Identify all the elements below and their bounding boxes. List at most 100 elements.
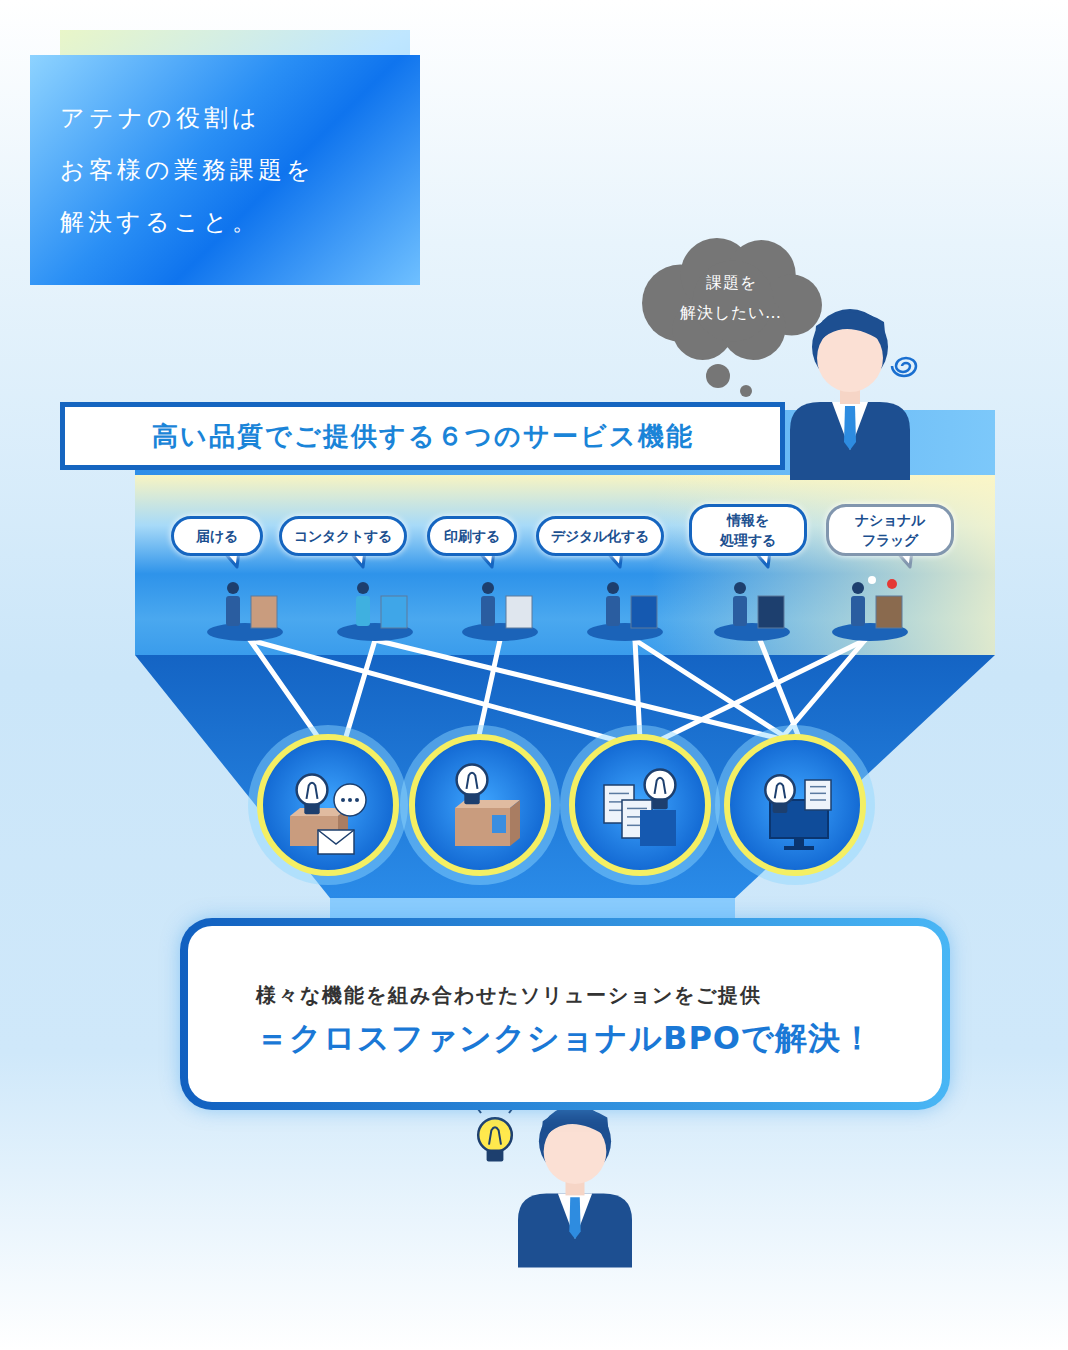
relieved-person: [569, 1197, 580, 1239]
function-illustration: [207, 576, 908, 641]
solution-icon: [640, 810, 676, 846]
solution-circle: [260, 737, 396, 873]
solution-icon: [457, 765, 488, 796]
thought-bubble: 課題を 解決したい…: [640, 236, 822, 360]
solution-icon: [652, 798, 667, 809]
thought-dots: [706, 364, 752, 397]
solution-icon: [467, 773, 478, 789]
solution-icon: [348, 798, 352, 802]
solution-box: 様々な機能を組み合わせたソリューションをご提供＝クロスファンクショナルBPOで解…: [180, 918, 950, 1110]
solution-icon: [609, 793, 629, 795]
relieved-person: [541, 1108, 609, 1142]
cloud-outline: [693, 260, 774, 341]
solution-icon: [290, 765, 831, 854]
cloud-outline: [640, 236, 822, 360]
solution-icon: [765, 775, 794, 804]
function-illustration: [734, 582, 746, 594]
idea-bulb: [489, 1127, 501, 1144]
function-illustration: [607, 582, 619, 594]
background-panel: [60, 30, 995, 928]
function-illustration: [606, 596, 620, 626]
solution-icon: [655, 778, 666, 794]
solution-icon: [455, 808, 510, 846]
function-link: [660, 640, 865, 740]
node-text: ナショナル フラッグ: [850, 510, 930, 550]
background-panel: [135, 475, 995, 655]
solution-icon: [334, 784, 366, 816]
function-illustration: [357, 582, 369, 594]
solution-circle: [727, 737, 863, 873]
node-text: デジタル化する: [551, 526, 649, 546]
solution-circle: [572, 737, 708, 873]
solution-icon: [318, 830, 354, 844]
solution-icon: [492, 815, 506, 833]
solution-icon: [773, 803, 788, 814]
solution-icon: [810, 793, 826, 795]
function-illustration: [851, 596, 865, 626]
function-illustration: [868, 576, 876, 584]
solution-icon: [355, 798, 359, 802]
worried-person: [832, 402, 868, 450]
function-illustration: [887, 579, 897, 589]
solution-circle: [400, 725, 560, 885]
solution-circle: [248, 725, 408, 885]
solution-icon: [805, 780, 831, 810]
function-bubble: 情報を 処理する: [689, 504, 807, 556]
solution-circle: [715, 725, 875, 885]
solution-icon: [318, 830, 354, 854]
function-illustration: [251, 596, 277, 628]
function-bubble: 届ける: [171, 516, 263, 556]
node-text: アテナの役割は お客様の業務課題を 解決すること。: [60, 92, 380, 248]
solution-icon: [307, 783, 318, 799]
function-bubble: ナショナル フラッグ: [826, 504, 954, 556]
function-illustration: [733, 596, 747, 626]
function-link: [250, 640, 865, 740]
function-bubble: 印刷する: [427, 516, 517, 556]
thought-dots: [706, 364, 730, 388]
function-illustration: [356, 596, 370, 626]
function-link: [780, 640, 865, 740]
node-text: 課題を 解決したい…: [671, 268, 791, 328]
solution-icon: [341, 798, 345, 802]
function-link: [375, 640, 785, 740]
idea-bulb: [478, 1118, 512, 1152]
role-heading-box: アテナの役割は お客様の業務課題を 解決すること。: [30, 55, 420, 285]
function-illustration: [226, 596, 240, 626]
function-illustration: [227, 582, 239, 594]
function-bubble: コンタクトする: [279, 516, 407, 556]
solution-icon: [784, 846, 814, 850]
node-text: コンタクトする: [294, 526, 392, 546]
node-text: 高い品質でご提供する６つのサービス機能: [152, 419, 694, 454]
function-link: [478, 640, 500, 740]
idea-bulb: [487, 1149, 504, 1161]
function-illustration: [381, 596, 407, 628]
node-text: 情報を 処理する: [713, 510, 783, 550]
solution-icon: [810, 786, 826, 788]
solution-icon: [464, 793, 479, 804]
solution-icon: [627, 808, 647, 810]
function-illustration: [482, 582, 494, 594]
solution-circle: [412, 737, 548, 873]
function-illustration: [852, 582, 864, 594]
worried-person: [790, 309, 910, 480]
node-text: 届ける: [196, 526, 238, 546]
relieved-person: [518, 1194, 632, 1268]
function-illustration: [506, 596, 532, 628]
function-link: [635, 640, 640, 740]
function-illustration: [631, 596, 657, 628]
function-link: [345, 640, 375, 740]
solution-icon: [810, 799, 826, 801]
relieved-person: [558, 1194, 592, 1240]
solution-circle: [560, 725, 720, 885]
worried-person: [844, 406, 856, 450]
function-bubble: デジタル化する: [536, 516, 664, 556]
solution-icon: [645, 770, 676, 801]
worried-person: [814, 312, 886, 348]
service-banner: 高い品質でご提供する６つのサービス機能: [60, 402, 785, 470]
thought-dots: [740, 385, 752, 397]
background-panel: [135, 655, 995, 898]
node-text: 様々な機能を組み合わせたソリューションをご提供: [256, 982, 762, 1009]
function-illustration: [481, 596, 495, 626]
node-text: 印刷する: [444, 526, 500, 546]
